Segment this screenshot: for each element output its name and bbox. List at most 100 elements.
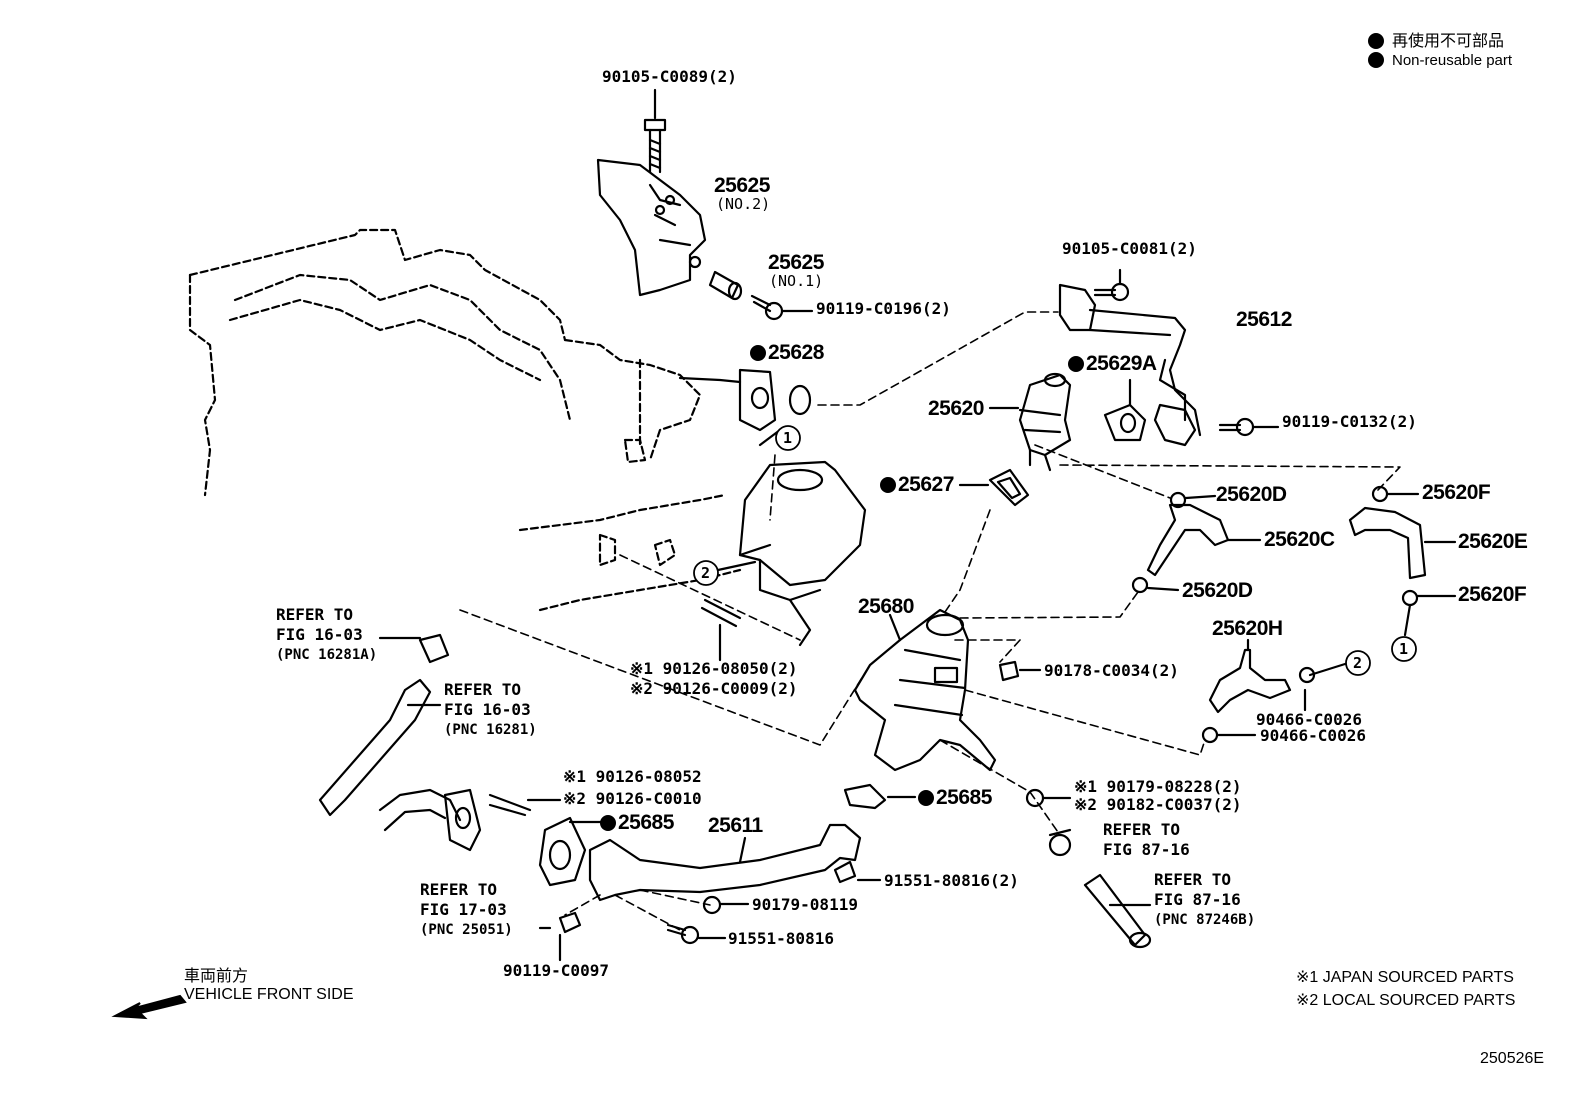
callout-circle-2b (1345, 650, 1371, 676)
egr-valve-25680-shape (853, 608, 997, 772)
refer-25051-line1: REFER TO (420, 880, 498, 899)
part-90119-c0196[interactable]: 90119-C0196(2) (816, 299, 951, 318)
hose-25620c-shape (1146, 503, 1262, 577)
refer-87246b[interactable]: REFER TO FIG 87-16 (PNC 87246B) (1154, 870, 1255, 930)
egr-pipe-25612-shape (1058, 283, 1202, 447)
non-reusable-dot-icon (1368, 52, 1384, 68)
part-90126-c0010[interactable]: ※2 90126-C0010 (563, 789, 702, 808)
part-25611[interactable]: 25611 (708, 814, 763, 837)
part-25625-no1-sub: (NO.1) (769, 272, 824, 290)
clamp-shapes (1131, 485, 1457, 744)
part-90126-08052[interactable]: ※1 90126-08052 (563, 767, 702, 786)
gasket-25685-left-shape (538, 816, 602, 887)
non-reusable-mark-icon (1068, 356, 1084, 372)
refer-16281a[interactable]: REFER TO FIG 16-03 (PNC 16281A) (276, 605, 377, 665)
nut-90179-08228-shape (1025, 788, 1072, 808)
engine-outline (188, 228, 742, 612)
legend-en-text: Non-reusable part (1392, 52, 1513, 69)
part-91551-80816-2[interactable]: 91551-80816(2) (884, 871, 1019, 890)
refer-16281[interactable]: REFER TO FIG 16-03 (PNC 16281) (444, 680, 537, 740)
part-25612[interactable]: 25612 (1236, 308, 1292, 331)
non-reusable-mark-icon (880, 477, 896, 493)
part-90179-08228[interactable]: ※1 90179-08228(2) (1074, 777, 1242, 796)
gasket-25627-shape (958, 468, 1030, 507)
non-reusable-mark-icon (750, 345, 766, 361)
part-90119-c0097[interactable]: 90119-C0097 (503, 961, 609, 980)
part-90466-c0026-b[interactable]: 90466-C0026 (1260, 726, 1366, 745)
refer-87246b-line1: REFER TO (1154, 870, 1232, 889)
refer-87-16-clamp-line1: REFER TO (1103, 820, 1181, 839)
refer-25051[interactable]: REFER TO FIG 17-03 (PNC 25051) (420, 880, 513, 940)
direction-en: VEHICLE FRONT SIDE (184, 986, 354, 1003)
note-japan-sourced: ※1 JAPAN SOURCED PARTS (1296, 969, 1514, 986)
refer-16281-line1: REFER TO (444, 680, 522, 699)
callout-1a-text: 1 (783, 429, 793, 447)
part-25625-no1[interactable]: 25625 (768, 251, 824, 274)
clamp-16281a-shape (378, 633, 450, 664)
part-25685-right[interactable]: 25685 (918, 787, 992, 809)
part-25628-text: 25628 (768, 341, 824, 364)
part-25629a[interactable]: 25629A (1068, 353, 1157, 375)
non-reusable-dot-icon (1368, 33, 1384, 49)
part-25620c[interactable]: 25620C (1264, 528, 1335, 551)
legend-en: Non-reusable part (1368, 52, 1512, 69)
assembly-dashed-lines (459, 311, 1401, 931)
hose-25620e-shape (1348, 506, 1457, 580)
non-reusable-mark-icon (918, 790, 934, 806)
part-25685-left-text: 25685 (618, 811, 674, 834)
refer-16281a-line1: REFER TO (276, 605, 354, 624)
callout-1b-text: 1 (1399, 640, 1409, 658)
part-25627-text: 25627 (898, 473, 954, 496)
callout-circle-2a (693, 560, 719, 586)
clamp-refer-shape (1048, 828, 1072, 857)
bracket-no2-shape (596, 158, 707, 297)
part-90466-c0026-a[interactable]: 90466-C0026 (1256, 710, 1362, 729)
part-25620f-bottom[interactable]: 25620F (1458, 583, 1527, 606)
part-25620e[interactable]: 25620E (1458, 530, 1528, 553)
part-90105-c0081[interactable]: 90105-C0081(2) (1062, 239, 1197, 258)
bolt-90105-c0081-shape (1093, 268, 1130, 302)
bolt-90119-c0196-shape (750, 294, 814, 321)
valve-body-shape (738, 460, 867, 647)
pipe-25051-shape (378, 788, 482, 852)
part-25685-left[interactable]: 25685 (600, 812, 674, 834)
gasket-25629a-shape (1103, 378, 1147, 442)
part-90182-c0037[interactable]: ※2 90182-C0037(2) (1074, 795, 1242, 814)
gasket-25685-right-shape (843, 783, 917, 810)
part-25620f-top[interactable]: 25620F (1422, 481, 1491, 504)
callout-circle-1a (775, 425, 801, 451)
part-25620d-top[interactable]: 25620D (1216, 483, 1287, 506)
nut-90178-shape (998, 660, 1042, 682)
part-90126-c0009[interactable]: ※2 90126-C0009(2) (630, 679, 798, 698)
part-90126-08050[interactable]: ※1 90126-08050(2) (630, 659, 798, 678)
refer-16281-line3: (PNC 16281) (444, 722, 537, 738)
part-90179-08119[interactable]: 90179-08119 (752, 895, 858, 914)
part-25625-no2[interactable]: 25625 (714, 174, 770, 197)
stud-90126-08052-shape (488, 793, 562, 817)
part-90119-c0132[interactable]: 90119-C0132(2) (1282, 412, 1417, 431)
non-reusable-mark-icon (600, 815, 616, 831)
refer-87246b-line3: (PNC 87246B) (1154, 912, 1256, 928)
part-25628[interactable]: 25628 (750, 342, 824, 364)
part-25620h[interactable]: 25620H (1212, 617, 1283, 640)
note-local-sourced: ※2 LOCAL SOURCED PARTS (1296, 992, 1516, 1009)
part-90178-c0034[interactable]: 90178-C0034(2) (1044, 661, 1179, 680)
refer-25051-line2: FIG 17-03 (420, 900, 507, 919)
part-25620[interactable]: 25620 (928, 397, 984, 420)
part-25625-no2-sub: (NO.2) (716, 195, 771, 213)
callout-circle-1b (1391, 636, 1417, 662)
vacuum-regulator-25620-shape (988, 372, 1072, 472)
refer-87246b-line2: FIG 87-16 (1154, 890, 1241, 909)
callout-2b-text: 2 (1353, 654, 1363, 672)
flange-adapter-shape (678, 368, 777, 432)
refer-16281a-line3: (PNC 16281A) (276, 647, 378, 663)
part-91551-80816[interactable]: 91551-80816 (728, 929, 834, 948)
refer-87-16-clamp[interactable]: REFER TO FIG 87-16 (1103, 820, 1190, 860)
part-25680[interactable]: 25680 (858, 595, 914, 618)
gasket-25628-shape (788, 384, 812, 416)
refer-16281-line2: FIG 16-03 (444, 700, 531, 719)
part-90105-c0089[interactable]: 90105-C0089(2) (602, 67, 737, 86)
part-25627[interactable]: 25627 (880, 474, 954, 496)
part-25620d-bottom[interactable]: 25620D (1182, 579, 1253, 602)
